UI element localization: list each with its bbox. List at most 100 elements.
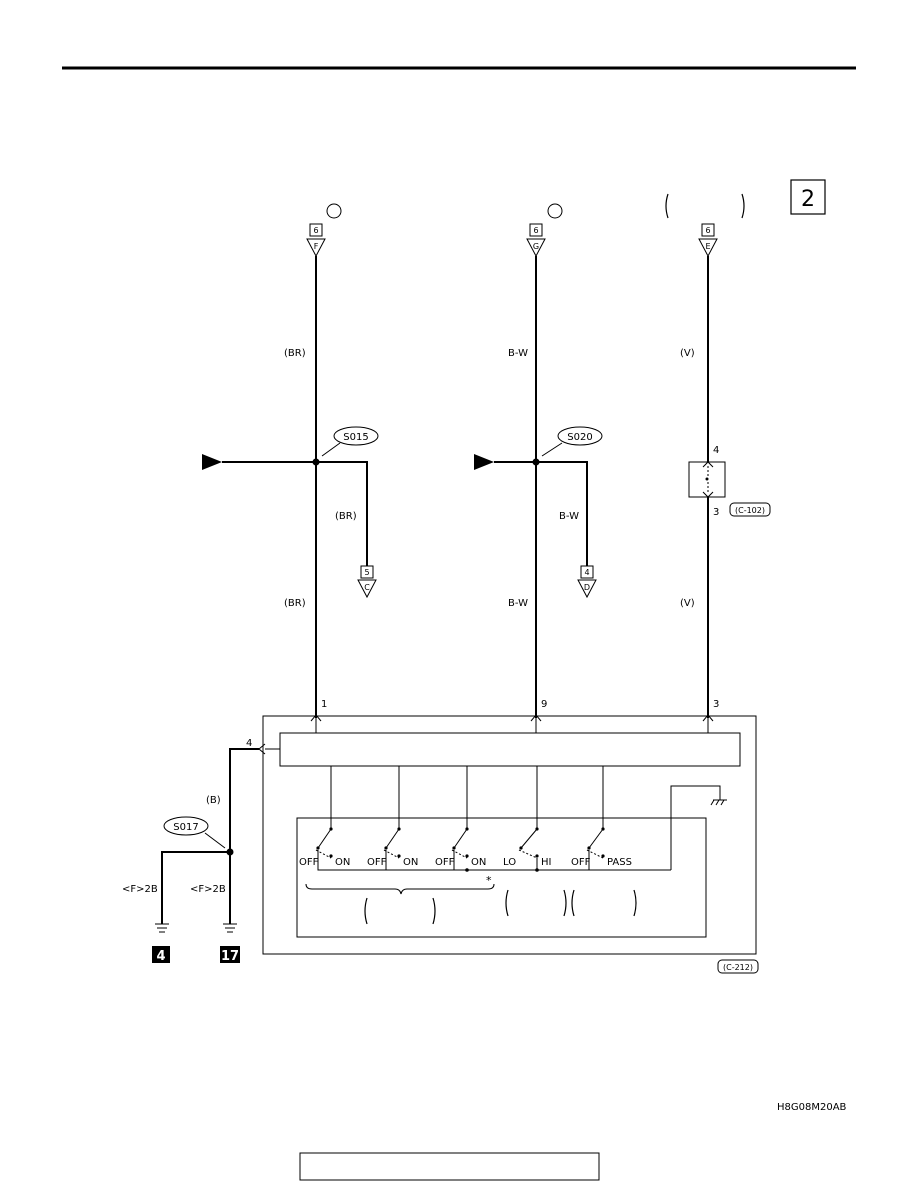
splice-pointer (204, 832, 226, 849)
pin-label: 1 (321, 699, 327, 710)
splice-pointer (321, 442, 341, 457)
connector-letter: G (533, 242, 539, 251)
connector-arrow-icon (702, 461, 714, 468)
splice-label: S017 (173, 822, 198, 833)
connector-triangle-icon (698, 238, 718, 258)
switch-label-off: OFF (367, 857, 387, 868)
pin-arrow-icon (702, 714, 714, 722)
connector-id-box (717, 959, 759, 974)
ground-wire (161, 851, 230, 924)
footer-box (299, 1152, 600, 1181)
switch-label-off: LO (503, 857, 516, 868)
ground-ref: <F>2B (122, 884, 158, 895)
ground-wire (229, 748, 259, 924)
page-marker-box (790, 179, 826, 215)
splice-pointer (541, 442, 563, 457)
connector-id: (C-212) (723, 963, 753, 972)
pin-arrow-icon (258, 743, 266, 755)
switch-contact (383, 827, 401, 859)
splice-dot (532, 458, 540, 466)
branch-wire (316, 461, 368, 566)
intermediate-connector-box (688, 461, 726, 498)
right-bracket-icon (741, 193, 745, 219)
right-bracket-icon (432, 897, 436, 925)
wire-label: (B) (206, 795, 221, 806)
switch-contact (518, 827, 539, 859)
switch-label-off: OFF (299, 857, 319, 868)
right-bracket-icon (563, 889, 567, 917)
switch-assembly-box (262, 715, 757, 955)
pin-arrow-icon (310, 714, 322, 722)
ground-ref: <F>2B (190, 884, 226, 895)
brace-icon (305, 883, 495, 895)
branch-wire (536, 461, 588, 566)
splice-dot (705, 477, 709, 481)
connector-triangle-icon (577, 579, 597, 599)
left-bracket-icon (505, 889, 509, 917)
connector-num-box (701, 223, 715, 237)
connector-triangle-icon (357, 579, 377, 599)
wire-label: (BR) (335, 511, 357, 522)
wire-label: B-W (508, 598, 528, 609)
splice-dot (312, 458, 320, 466)
switch-contact (451, 827, 469, 859)
chassis-ground-icon (710, 799, 727, 806)
asterisk: * (486, 874, 492, 887)
wire-label: (V) (680, 348, 695, 359)
connector-num-box (580, 565, 594, 579)
pin-arrow-icon (530, 714, 542, 722)
control-module-bar (279, 732, 741, 767)
switch-label-on: ON (471, 857, 486, 868)
ground-icon (223, 923, 237, 933)
left-bracket-icon (665, 193, 669, 219)
connector-num-box (529, 223, 543, 237)
connector-num: 6 (313, 226, 318, 235)
switch-common-bus (317, 850, 671, 871)
connector-letter: E (705, 242, 710, 251)
connector-num: 5 (364, 568, 369, 577)
switch-label-on: HI (541, 857, 551, 868)
circle-icon (326, 203, 342, 219)
switch-label-off: OFF (571, 857, 591, 868)
splice-label-oval (557, 426, 603, 446)
connector-id: (C-102) (735, 506, 765, 515)
connector-letter: C (364, 583, 370, 592)
page-marker: 2 (801, 187, 815, 212)
connector-triangle-icon (526, 238, 546, 258)
connector-num: 6 (533, 226, 538, 235)
connector-letter: F (314, 242, 319, 251)
switch-label-on: ON (403, 857, 418, 868)
connector-num: 4 (584, 568, 589, 577)
switch-contact (586, 827, 605, 859)
ground-number-box (152, 946, 170, 963)
switch-contact (315, 827, 333, 859)
switch-panel-box (296, 817, 707, 938)
wire-label: (V) (680, 598, 695, 609)
connector-num-box (309, 223, 323, 237)
pin-label: 3 (713, 507, 719, 518)
splice-label: S015 (343, 432, 368, 443)
connector-id-box (729, 502, 771, 517)
pin-label: 9 (541, 699, 547, 710)
pin-label: 4 (713, 445, 719, 456)
connector-letter: D (584, 583, 590, 592)
connector-num: 6 (705, 226, 710, 235)
ground-number: 4 (156, 949, 165, 964)
pin-label: 4 (246, 738, 252, 749)
right-bracket-icon (633, 889, 637, 917)
wire-label: B-W (559, 511, 579, 522)
wire-label: (BR) (284, 348, 306, 359)
splice-label-oval (163, 816, 209, 836)
ground-number: 17 (221, 949, 239, 964)
internal-ground-wire (670, 785, 721, 870)
connector-triangle-icon (306, 238, 326, 258)
switch-label-off: OFF (435, 857, 455, 868)
switch-label-on: ON (335, 857, 350, 868)
connector-num-box (360, 565, 374, 579)
wire-label: (BR) (284, 598, 306, 609)
splice-label: S020 (567, 432, 592, 443)
ground-icon (155, 923, 169, 933)
left-bracket-icon (571, 889, 575, 917)
left-bracket-icon (364, 897, 368, 925)
